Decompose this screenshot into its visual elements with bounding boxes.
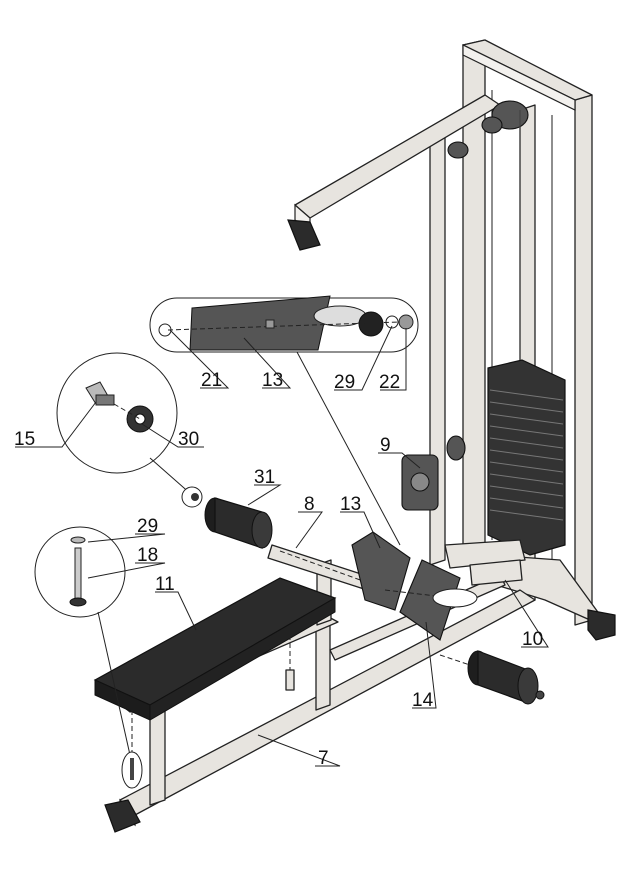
detail-bubble-pad (149, 295, 419, 353)
callout-7: 7 (318, 748, 329, 769)
callout-30: 30 (178, 429, 199, 450)
pulley-bracket (401, 435, 466, 511)
callout-10: 10 (522, 629, 543, 650)
callout-21: 21 (201, 370, 222, 391)
bench-seat (93, 577, 337, 721)
callout-13-top: 13 (262, 370, 283, 391)
callout-31: 31 (254, 467, 275, 488)
roller-pad-upper (204, 497, 273, 549)
detail-bubble-bolt (34, 526, 126, 618)
callout-11: 11 (155, 574, 175, 595)
callout-9: 9 (380, 435, 391, 456)
callout-13-mid: 13 (340, 494, 361, 515)
top-arm (287, 94, 529, 251)
callout-18: 18 (137, 545, 158, 566)
callout-22: 22 (379, 372, 400, 393)
back-pad-plates (351, 531, 478, 641)
weight-stack (487, 110, 566, 556)
callout-29-left: 29 (137, 516, 158, 537)
leader-lines (15, 325, 549, 767)
callout-15: 15 (14, 429, 35, 450)
pivot-assembly (444, 539, 526, 586)
callout-14: 14 (412, 690, 434, 711)
roller-pad-lower (439, 650, 545, 705)
detail-bubble-knob (56, 352, 178, 474)
callout-29-top: 29 (334, 372, 355, 393)
callout-8: 8 (304, 494, 315, 515)
